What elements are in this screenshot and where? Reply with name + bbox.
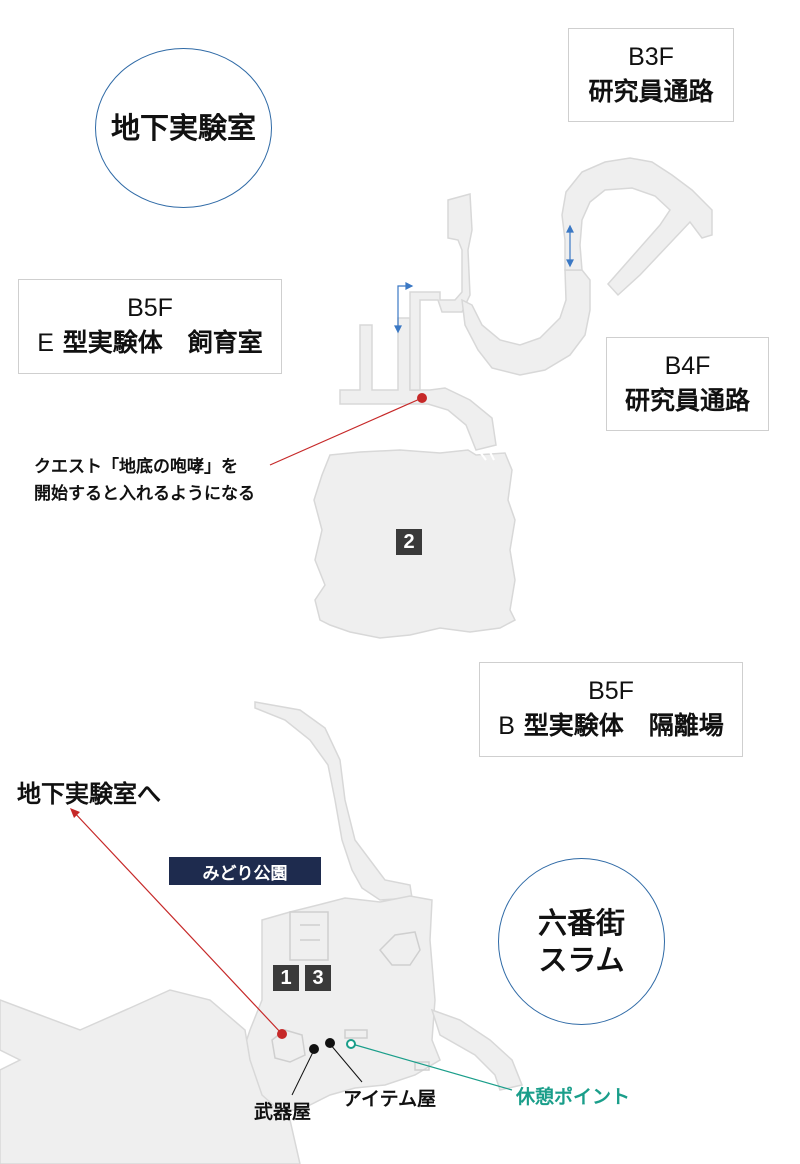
b5f-upper-corridor <box>409 193 473 391</box>
quest-note-line1: クエスト「地底の咆哮」を <box>34 457 238 477</box>
floor-b4f-level: B4F <box>664 352 711 381</box>
weapon-shop-label: 武器屋 <box>254 1101 312 1123</box>
floor-b5f-e-level: B5F <box>127 294 173 323</box>
quest-pointer-line <box>269 397 423 466</box>
region-lab-circle: 地下実験室 <box>95 48 272 208</box>
to-lab-pointer <box>71 809 283 1035</box>
rest-point-label: 休憩ポイント <box>516 1086 631 1108</box>
floor-b5f-b-level: B5F <box>588 677 634 706</box>
b5f-e-corridor <box>339 317 497 451</box>
lab-arrows <box>394 224 574 334</box>
floor-b5f-e-prefix: E <box>37 329 54 357</box>
southwest-area <box>0 989 301 1164</box>
park-banner: みどり公園 <box>169 857 321 885</box>
floor-box-b3f: B3F 研究員通路 <box>568 28 734 122</box>
floor-box-b5f-e: B5F E 型実験体 飼育室 <box>18 279 282 374</box>
floor-b3f-name: 研究員通路 <box>588 77 714 106</box>
region-slum-circle: 六番街 スラム <box>498 858 665 1025</box>
floor-box-b4f: B4F 研究員通路 <box>606 337 769 431</box>
item-shop-label: アイテム屋 <box>343 1088 437 1110</box>
slum-map <box>0 701 524 1164</box>
floor-b5f-b-name: 型実験体 隔離場 <box>523 711 724 740</box>
rest-point-dot <box>346 1039 356 1049</box>
b4f-passage <box>461 269 591 376</box>
region-lab-label: 地下実験室 <box>110 110 256 145</box>
floor-box-b5f-b: B5F B 型実験体 隔離場 <box>479 662 743 757</box>
floor-b4f-name: 研究員通路 <box>624 386 750 415</box>
b3f-passage <box>561 157 713 297</box>
marker-1: 1 <box>273 965 299 991</box>
quest-note-line2: 開始すると入れるようになる <box>34 484 255 505</box>
floor-b5f-b-prefix: B <box>498 712 515 740</box>
marker-3: 3 <box>305 965 331 991</box>
region-slum-label-1: 六番街 <box>537 906 625 941</box>
floor-b5f-e-name: 型実験体 飼育室 <box>62 328 263 357</box>
marker-2: 2 <box>396 529 422 555</box>
east-road <box>430 1008 524 1091</box>
arena-notches <box>479 451 495 461</box>
lab-entrance-dot <box>277 1029 287 1039</box>
item-shop-dot <box>325 1038 335 1048</box>
weapon-shop-dot <box>309 1044 319 1054</box>
quest-note: クエスト「地底の咆哮」を 開始すると入れるようになる <box>34 454 255 508</box>
quest-entrance-dot <box>417 393 427 403</box>
central-plaza <box>239 895 441 1111</box>
region-slum-label-2: スラム <box>538 942 625 977</box>
rest-point-line <box>351 1043 513 1091</box>
floor-b3f-level: B3F <box>628 43 674 72</box>
to-lab-label: 地下実験室へ <box>17 780 161 808</box>
